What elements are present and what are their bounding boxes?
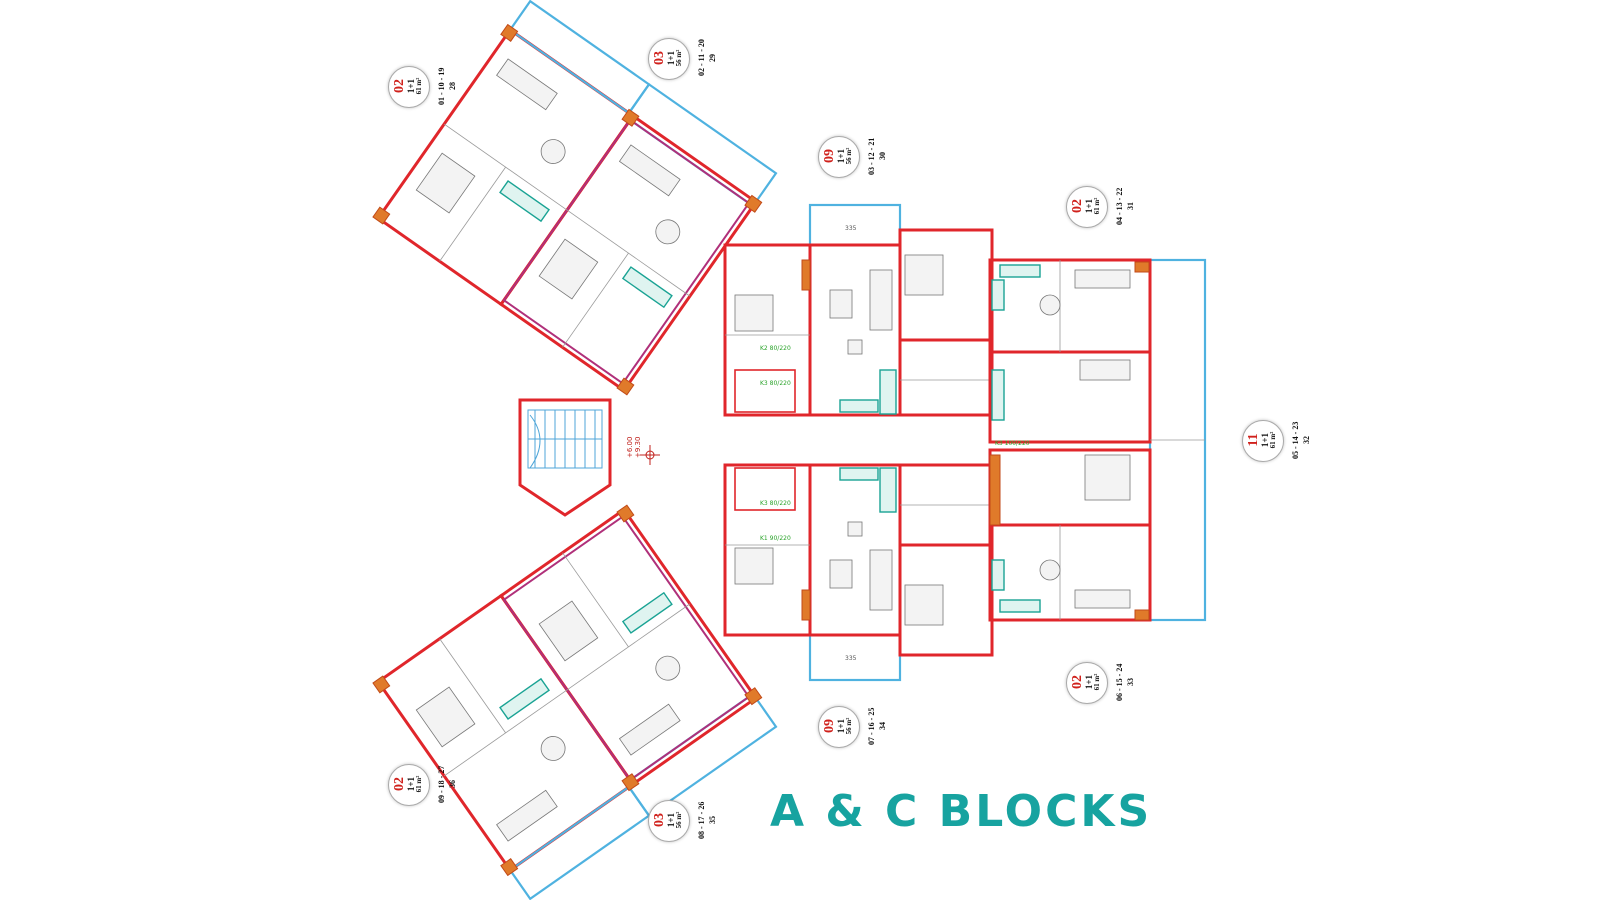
- elevation-marker: [640, 445, 660, 465]
- unit-code: 09: [822, 719, 837, 733]
- unit-area: 56 m²: [675, 811, 683, 829]
- unit-area: 56 m²: [845, 147, 853, 165]
- kitchen-unit-icon: [839, 467, 897, 513]
- unit-area: 61 m²: [1269, 431, 1277, 449]
- sofa-icon: [1074, 269, 1131, 609]
- unit-floors-extra: 36: [448, 780, 457, 788]
- unit-floors-extra: 33: [1126, 678, 1135, 686]
- svg-text:K3 100/220: K3 100/220: [995, 440, 1030, 447]
- unit-area: 56 m²: [675, 49, 683, 67]
- svg-text:K3 80/220: K3 80/220: [760, 500, 791, 507]
- unit-code: 02: [392, 79, 407, 93]
- svg-text:335: 335: [845, 225, 857, 232]
- right-block: K3 100/220: [988, 258, 1207, 622]
- sofa-icon: [869, 549, 893, 611]
- svg-text:K3 80/220: K3 80/220: [760, 380, 791, 387]
- kitchen-unit-icon: [991, 264, 1041, 613]
- unit-area: 56 m²: [845, 717, 853, 735]
- unit-area: 61 m²: [1093, 673, 1101, 691]
- bed-icon: [415, 152, 599, 300]
- central-block-lower: K3 80/220 K1 90/220 335: [723, 463, 994, 682]
- stair-core: [518, 398, 612, 517]
- stair-icon: [527, 409, 603, 469]
- unit-code: 09: [822, 149, 837, 163]
- page-title: A & C BLOCKS: [770, 786, 1153, 837]
- unit-floors-extra: 34: [878, 722, 887, 730]
- unit-area: 61 m²: [415, 77, 423, 95]
- dining-table-icon: [540, 139, 681, 245]
- unit-area: 61 m²: [415, 775, 423, 793]
- unit-floors-extra: 35: [708, 816, 717, 824]
- bed-icon: [415, 600, 599, 748]
- svg-text:335: 335: [845, 655, 857, 662]
- svg-text:K1 90/220: K1 90/220: [760, 535, 791, 542]
- unit-code: 02: [392, 777, 407, 791]
- dining-table-icon: [829, 289, 863, 355]
- elevation-label: +6.00 +9.30: [626, 436, 642, 458]
- unit-code: 02: [1070, 675, 1085, 689]
- unit-floors-extra: 30: [878, 152, 887, 160]
- lower-left-wing: [372, 504, 778, 900]
- bed-icon: [734, 547, 944, 626]
- svg-text:K2 80/220: K2 80/220: [760, 345, 791, 352]
- unit-code: 03: [652, 51, 667, 65]
- bed-icon: [734, 254, 944, 332]
- unit-code: 02: [1070, 199, 1085, 213]
- unit-code: 11: [1246, 433, 1261, 447]
- central-block-upper: K2 80/220 K3 80/220 335: [723, 203, 994, 417]
- unit-floors-extra: 31: [1126, 202, 1135, 210]
- bed-icon: [1084, 454, 1131, 501]
- unit-area: 61 m²: [1093, 197, 1101, 215]
- unit-floors-extra: 28: [448, 82, 457, 90]
- unit-floors-extra: 32: [1302, 436, 1311, 444]
- kitchen-unit-icon: [499, 180, 673, 309]
- sofa-icon: [869, 269, 893, 331]
- dining-table-icon: [829, 521, 863, 589]
- kitchen-unit-icon: [499, 591, 673, 720]
- sofa-icon: [496, 703, 681, 842]
- dining-table-icon: [540, 655, 681, 761]
- unit-floors-extra: 29: [708, 54, 717, 62]
- unit-code: 03: [652, 813, 667, 827]
- upper-left-wing: [372, 0, 778, 396]
- sofa-icon: [496, 58, 681, 197]
- dining-table-icon: [1039, 294, 1061, 581]
- kitchen-unit-icon: [839, 369, 897, 415]
